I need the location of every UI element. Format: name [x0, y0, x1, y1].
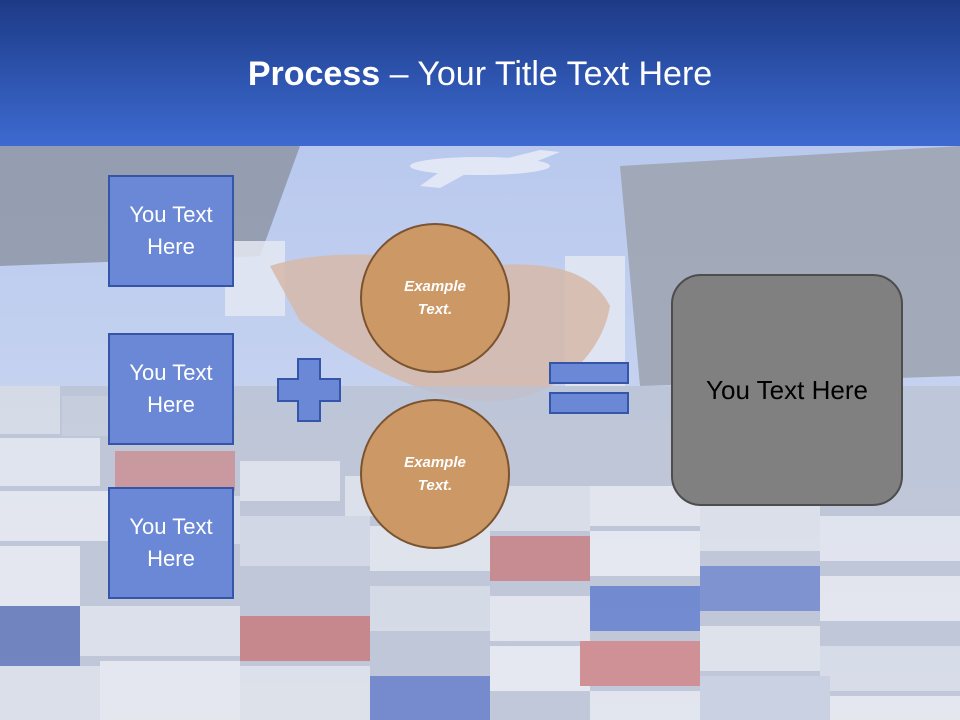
text-box-3[interactable]: You Text Here	[108, 487, 234, 599]
plus-icon	[277, 358, 341, 422]
equals-icon	[549, 362, 629, 414]
text-box-2[interactable]: You Text Here	[108, 333, 234, 445]
title-dash: –	[380, 55, 418, 93]
title-bar	[0, 0, 960, 146]
slide-title: Process – Your Title Text Here	[0, 52, 960, 96]
result-box[interactable]: You Text Here	[671, 274, 903, 506]
title-bold: Process	[247, 55, 381, 93]
example-circle-1[interactable]: Example Text.	[360, 223, 510, 373]
title-rest: Your Title Text Here	[417, 55, 713, 93]
example-circle-2[interactable]: Example Text.	[360, 399, 510, 549]
text-box-1[interactable]: You Text Here	[108, 175, 234, 287]
